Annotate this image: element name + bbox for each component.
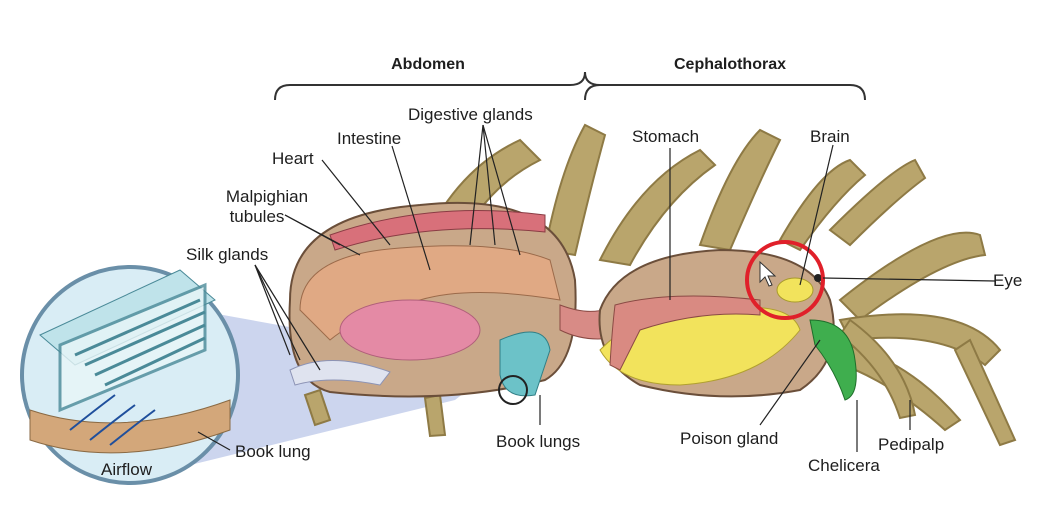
mouse-cursor-icon — [759, 260, 777, 287]
label-poison-gland: Poison gland — [680, 429, 779, 448]
red-circle-annotation — [745, 240, 825, 320]
silk-glands-organ — [289, 359, 391, 386]
label-pedipalp: Pedipalp — [878, 435, 945, 454]
label-stomach: Stomach — [632, 127, 700, 146]
leader-lines — [197, 124, 996, 452]
pink-glandular-mass — [339, 299, 481, 361]
label-chelicera: Chelicera — [808, 456, 880, 475]
label-intestine: Intestine — [337, 129, 402, 148]
label-silk-glands: Silk glands — [186, 245, 269, 264]
cephalothorax-bracket — [584, 84, 866, 101]
label-book-lungs: Book lungs — [496, 432, 581, 451]
book-lungs-marker — [498, 375, 528, 405]
label-abdomen: Abdomen — [391, 56, 465, 73]
label-airflow: Airflow — [101, 460, 153, 479]
book-lungs-organ — [499, 331, 551, 397]
poison-gland-organ — [809, 319, 857, 401]
label-malpighian: Malpighian — [225, 187, 309, 206]
eye-dot — [814, 274, 822, 282]
label-brain: Brain — [810, 127, 850, 146]
label-digestive-glands: Digestive glands — [408, 105, 533, 124]
heart-organ — [329, 210, 546, 251]
label-book-lung: Book lung — [235, 442, 311, 461]
label-eye: Eye — [993, 271, 1023, 290]
abdomen-bracket — [274, 71, 601, 101]
brain-organ — [776, 277, 814, 303]
label-cephalothorax: Cephalothorax — [673, 56, 786, 73]
book-lung-inset — [20, 265, 240, 485]
label-tubules: tubules — [229, 207, 285, 226]
label-heart: Heart — [272, 149, 314, 168]
stomach-organ — [609, 295, 761, 371]
